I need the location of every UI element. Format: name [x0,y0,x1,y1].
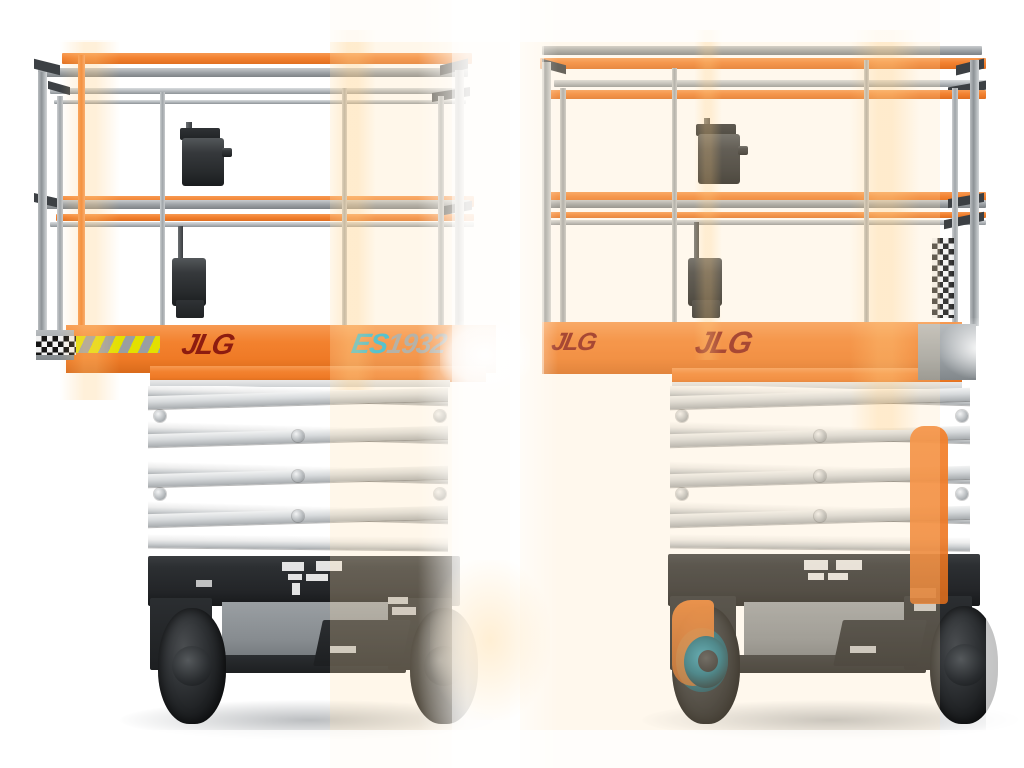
scissor-pivot [292,510,304,522]
warning-decal-left-d [306,574,328,581]
guardrail-post-mid-left [160,92,165,330]
hazard-stripe-left [76,336,160,353]
lower-control-panel-left [176,300,204,318]
guardrail-post-left-inner [57,96,63,330]
platform-deck-lip-left [150,380,450,387]
chassis-battery-tray-left [313,620,411,666]
platform-deck-skirt-left [150,366,486,382]
es-model-decal-left: ES1932 [349,328,449,359]
tray-decal-right [850,646,876,653]
wheel-hub-front-right [944,644,986,686]
warning-decal-right-c [808,573,824,580]
guardrail-top-orange-right [540,58,986,69]
scissor-pivot [676,488,688,500]
wheel-hub-rear-left [172,646,212,686]
wheel-hub-front-left [424,646,464,686]
guardrail-mid-gray-left [38,200,470,209]
control-console-left[interactable] [182,138,224,186]
guardrail-post-center-left [342,88,347,330]
guardrail-post-right-inner-2 [952,88,958,326]
guardrail-upper-secondary-right [554,80,986,87]
warning-decal-right-a [804,560,828,570]
lower-control-box-right[interactable] [688,258,722,306]
es-decal-suffix: 1932 [384,328,449,359]
warning-decal-right-d [828,573,848,580]
serial-decal-right [914,603,936,611]
guardrail-mid-gray-right [546,200,986,208]
guardrail-post-right-outer [455,70,464,330]
warning-decal-right-b [836,560,862,570]
jlg-logo-right-a: JLG [549,328,598,356]
scissor-pivot [292,430,304,442]
lower-console-arm-left [178,226,183,262]
console-top-right [696,124,736,136]
guardrail-top-right [542,46,982,55]
scissor-lift-left: JLG ES1932 [34,53,500,740]
checker-stripe-left [36,336,76,355]
lower-control-box-left[interactable] [172,258,206,306]
control-console-right[interactable] [698,134,740,184]
scissor-pivot [814,470,826,482]
console-joystick-left[interactable] [222,148,232,157]
chassis-battery-tray-right [833,620,927,666]
scissor-pivot [956,488,968,500]
scissor-pivot [814,510,826,522]
scissor-pivot [676,410,688,422]
warning-decal-left-c [288,574,302,580]
platform-underframe-right [918,324,976,380]
guardrail-upper-secondary-left [50,88,470,94]
lower-control-panel-right [692,300,720,318]
scissor-lift-right: JLG JLG [512,0,1024,768]
scissor-pivot [434,410,446,422]
guardrail-post-left-outer-2 [542,62,551,326]
scissor-pivot [154,410,166,422]
warning-decal-left-e [292,583,300,595]
platform-deck-skirt-right [672,368,962,384]
model-decal-chassis-left [388,597,408,604]
console-top-left [180,128,220,140]
warning-decal-left-b [316,561,342,571]
guardrail-post-left-inner-2 [560,88,566,326]
scissor-pivot [154,488,166,500]
guardrail-post-mid-right [672,68,677,326]
scissor-pivot [292,470,304,482]
scissor-stack-left [148,386,448,552]
guardrail-mid-orange-right [542,192,986,203]
guardrail-mid2-gray-right [550,220,986,225]
scissor-arm [148,534,448,551]
guardrail-post-orange-left [78,55,85,331]
platform-deck-lip-right [672,382,962,389]
jlg-logo-left: JLG [178,329,236,361]
guardrail-post-right-outer-2 [970,60,979,326]
guardrail-upper-thin-left [54,100,466,104]
lower-console-arm-right [694,222,699,262]
scissor-pivot [956,410,968,422]
console-joystick-right[interactable] [738,146,748,155]
jlg-logo-right-b: JLG [692,325,755,360]
chassis-tray-decal-left [330,646,356,653]
guardrail-mid2-gray-left [50,222,474,227]
guardrail-mid2-orange-right [542,212,986,218]
guardrail-upper-orange-right [542,90,986,99]
capacity-decal-left [392,607,416,615]
checker-stripe-right [932,238,954,318]
serial-decal-left [196,580,212,587]
scissor-pivot [434,488,446,500]
scissor-stack-right [670,386,970,552]
platform-deck-right [542,322,962,374]
guardrail-post-left-outer [38,72,47,330]
guardrail-post-center-right [864,60,869,326]
warning-decal-left-a [282,562,304,571]
wheel-hub-cap-right [698,650,718,672]
guardrail-mid2-orange-left [56,214,474,221]
guardrail-top-left [38,68,468,77]
guardrail-post-right-inner [438,96,444,330]
chassis-orange-column-right [910,426,948,604]
guardrail-top-orange-left [62,53,472,64]
scissor-pivot [814,430,826,442]
